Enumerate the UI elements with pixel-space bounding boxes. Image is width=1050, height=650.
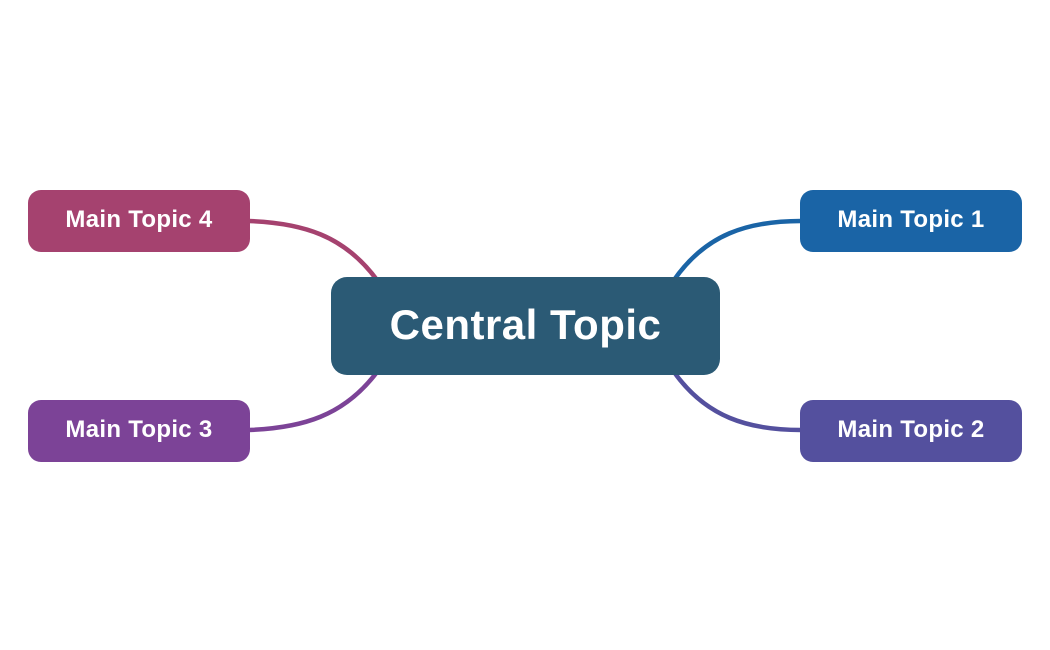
connector-main-topic-2	[671, 369, 804, 433]
main-topic-3-label: Main Topic 3	[65, 416, 213, 443]
connector-main-topic-1	[671, 218, 804, 283]
connector-main-topic-3	[246, 369, 380, 433]
central-topic-label: Central Topic	[389, 301, 662, 348]
main-topic-2-node[interactable]: Main Topic 2	[800, 400, 1022, 462]
main-topic-4-node[interactable]: Main Topic 4	[28, 190, 250, 252]
central-topic-node[interactable]: Central Topic	[331, 277, 720, 375]
main-topic-3-node[interactable]: Main Topic 3	[28, 400, 250, 462]
main-topic-1-label: Main Topic 1	[837, 206, 985, 233]
main-topic-2-label: Main Topic 2	[837, 416, 985, 443]
main-topic-4-label: Main Topic 4	[65, 206, 213, 233]
connector-main-topic-4	[246, 218, 380, 283]
main-topic-1-node[interactable]: Main Topic 1	[800, 190, 1022, 252]
